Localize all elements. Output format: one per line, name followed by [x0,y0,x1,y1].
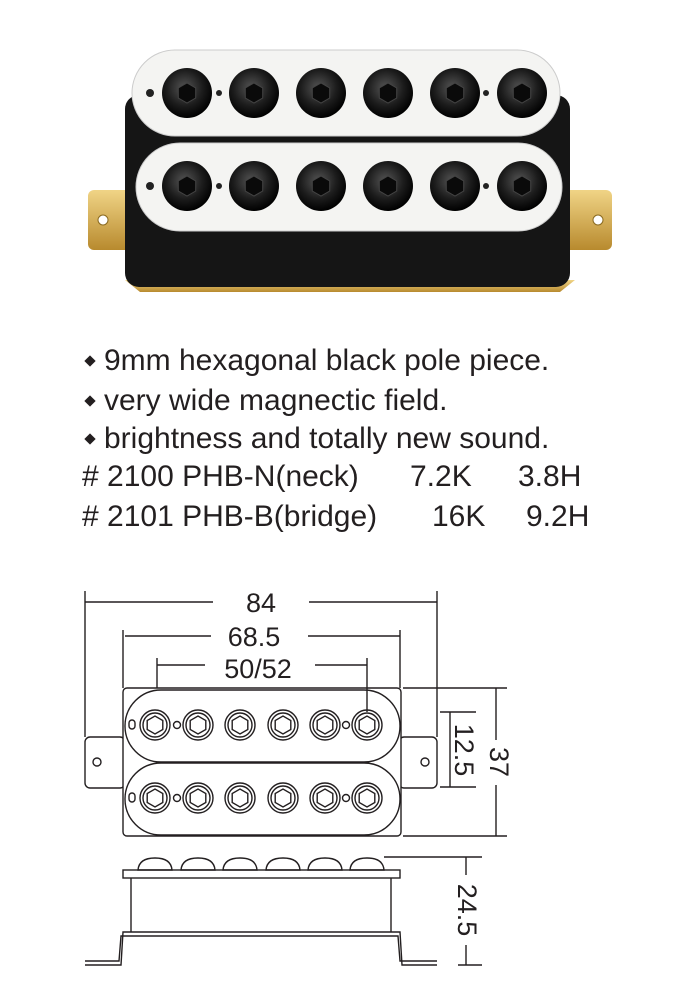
dim-pole-spacing: 50/52 [224,654,292,684]
side-bracket [85,931,437,966]
feature-1: 9mm hexagonal black pole piece. [82,344,549,378]
dim-height: 24.5 [452,884,482,937]
right-mounting-ear [562,190,612,250]
pole-outline [182,782,214,814]
pole-cap-side [307,857,343,871]
side-plate [122,869,401,879]
dim-overall-width: 37 [484,747,514,777]
pickup-photo [88,49,612,292]
pole-outline [309,709,341,741]
pole-outline [267,709,299,741]
pole-cap-side [137,857,173,871]
top-coil-outline [124,689,401,763]
dim-bobbin-length: 68.5 [228,622,281,652]
pole-outline [309,782,341,814]
feature-2: very wide magnectic field. [82,384,447,418]
pole-cap-side [222,857,258,871]
bottom-coil-outline [124,762,401,836]
pole-outline [224,709,256,741]
pole-outline [267,782,299,814]
pole-cap-side [180,857,216,871]
feature-3: brightness and totally new sound. [82,422,549,456]
pole-outline [351,782,383,814]
pole-outline [182,709,214,741]
pole-cap-side [349,857,385,871]
pole-outline [139,782,171,814]
pole-cap-side [265,857,301,871]
dim-overall-length: 84 [246,588,276,618]
pole-outline [224,782,256,814]
dim-bobbin-width: 12.5 [449,724,479,777]
pole-outline [139,709,171,741]
